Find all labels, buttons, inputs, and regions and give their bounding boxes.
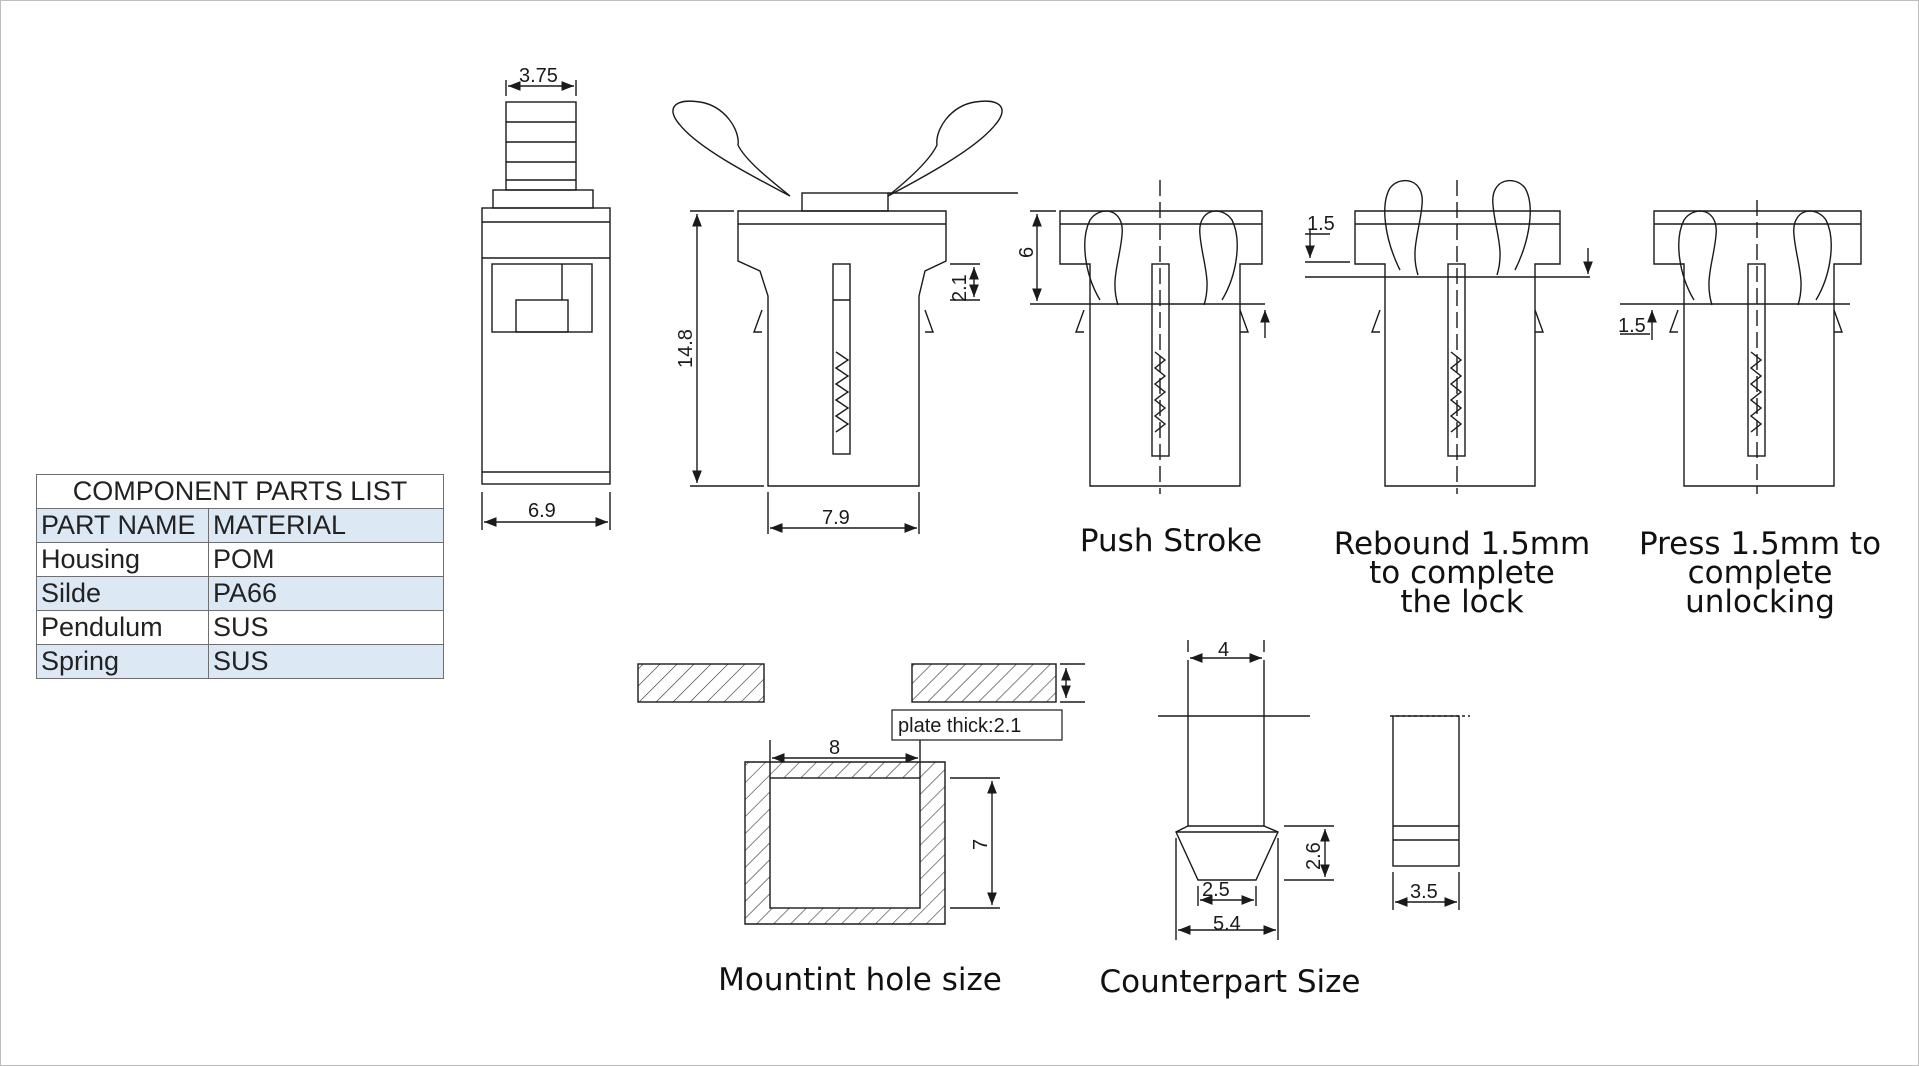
caption-line: to complete bbox=[1369, 555, 1555, 591]
counterpart-view bbox=[1158, 640, 1470, 940]
dim-counterpart-top: 4 bbox=[1218, 639, 1229, 661]
side-view bbox=[481, 80, 611, 530]
material-cell: SUS bbox=[208, 644, 444, 679]
dim-rebound: 1.5 bbox=[1307, 213, 1335, 235]
material-cell: POM bbox=[208, 542, 444, 577]
caption-line: unlocking bbox=[1685, 584, 1835, 620]
table-row: Silde PA66 bbox=[36, 576, 444, 611]
dim-stroke-depth: 6 bbox=[1016, 247, 1038, 258]
material-cell: PA66 bbox=[208, 576, 444, 611]
caption-counterpart: Counterpart Size bbox=[1090, 964, 1370, 1000]
table-row: Pendulum SUS bbox=[36, 610, 444, 645]
caption-push-stroke-text: Push Stroke bbox=[1079, 523, 1263, 559]
part-name-cell: Housing bbox=[36, 542, 209, 577]
material-cell: SUS bbox=[208, 610, 444, 645]
caption-counterpart-text: Counterpart Size bbox=[1099, 964, 1361, 1000]
dim-press: 1.5 bbox=[1618, 315, 1646, 337]
dim-side-width: 6.9 bbox=[528, 500, 556, 522]
dim-top-width: 3.75 bbox=[519, 65, 558, 87]
caption-unlocking: Press 1.5mm to complete unlocking bbox=[1630, 526, 1890, 620]
caption-mounting-text: Mountint hole size bbox=[718, 962, 1002, 998]
dim-plate-thick: plate thick:2.1 bbox=[898, 715, 1021, 737]
caption-mounting-hole: Mountint hole size bbox=[700, 962, 1020, 998]
part-name-cell: Silde bbox=[36, 576, 209, 611]
dim-hole-width: 8 bbox=[829, 737, 840, 759]
part-name-cell: Spring bbox=[36, 644, 209, 679]
caption-line: Rebound 1.5mm bbox=[1333, 526, 1591, 562]
caption-push-stroke: Push Stroke bbox=[1056, 523, 1286, 559]
caption-line: the lock bbox=[1400, 584, 1524, 620]
dim-counterpart-side: 3.5 bbox=[1410, 881, 1438, 903]
mounting-hole-view bbox=[637, 663, 1085, 925]
front-view bbox=[672, 100, 1018, 534]
header-part-name: PART NAME bbox=[36, 508, 209, 543]
push-stroke-view bbox=[1030, 180, 1270, 494]
dim-height: 14.8 bbox=[675, 329, 697, 368]
caption-line: Press 1.5mm to bbox=[1638, 526, 1882, 562]
rebound-view bbox=[1305, 179, 1593, 494]
part-name-cell: Pendulum bbox=[36, 610, 209, 645]
parts-header-row: PART NAME MATERIAL bbox=[36, 508, 444, 543]
table-row: Housing POM bbox=[36, 542, 444, 577]
dim-counterpart-bottom: 5.4 bbox=[1213, 913, 1241, 935]
dim-counterpart-height: 2.6 bbox=[1303, 842, 1325, 870]
caption-rebound: Rebound 1.5mm to complete the lock bbox=[1322, 526, 1602, 620]
dim-body-width: 7.9 bbox=[822, 507, 850, 529]
table-row: Spring SUS bbox=[36, 644, 444, 679]
unlocking-view bbox=[1620, 200, 1862, 494]
plate-thick-box bbox=[891, 709, 1063, 741]
dim-counterpart-inner: 2.5 bbox=[1202, 879, 1230, 901]
header-material: MATERIAL bbox=[208, 508, 444, 543]
component-parts-list: COMPONENT PARTS LIST PART NAME MATERIAL … bbox=[36, 474, 444, 679]
caption-line: complete bbox=[1687, 555, 1833, 591]
dim-shoulder: 2.1 bbox=[949, 274, 971, 302]
dim-hole-height: 7 bbox=[970, 839, 992, 850]
